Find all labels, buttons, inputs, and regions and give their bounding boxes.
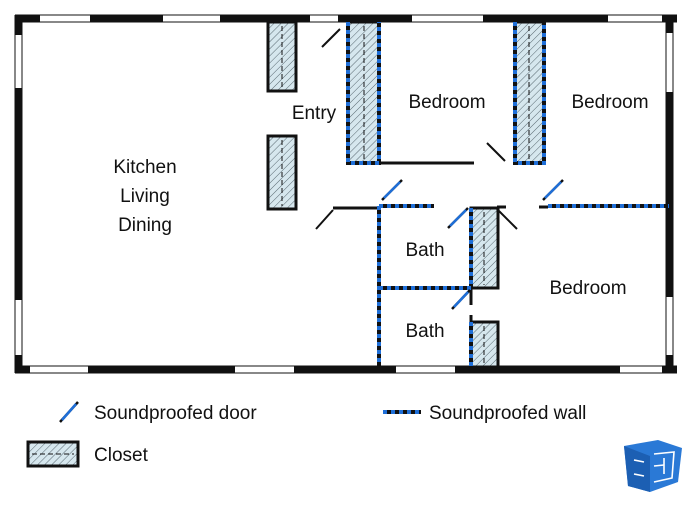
soundproofed-walls — [346, 22, 669, 366]
interior-walls — [333, 161, 548, 322]
room-label-bedroom-bottom-right: Bedroom — [549, 278, 626, 299]
closet-entry-lower — [266, 134, 298, 211]
room-label-bedroom-top-right: Bedroom — [571, 92, 648, 113]
closet-bath-lower — [469, 320, 500, 369]
room-label-kitchen-line2: Living — [120, 186, 170, 207]
entry-door — [321, 28, 341, 48]
room-label-kitchen-line3: Dining — [118, 215, 172, 236]
bedroom-right-door — [486, 142, 506, 162]
legend-label-wall: Soundproofed wall — [429, 403, 586, 424]
legend-door-swatch — [59, 401, 79, 423]
room-label-bath-lower: Bath — [405, 321, 444, 342]
room-labels: Kitchen Living Dining Entry Bedroom Bedr… — [113, 92, 648, 342]
room-label-entry: Entry — [292, 103, 337, 124]
floor-plan-logo-icon — [624, 440, 682, 492]
room-label-bath-upper: Bath — [405, 240, 444, 261]
room-label-bedroom-top-left: Bedroom — [408, 92, 485, 113]
hall-door-right — [496, 208, 518, 230]
legend-label-door: Soundproofed door — [94, 403, 257, 424]
legend-closet-swatch — [26, 440, 80, 468]
doors — [315, 28, 518, 230]
closets — [266, 20, 546, 369]
closet-entry-upper — [266, 20, 298, 93]
legend: Soundproofed door Soundproofed wall Clos… — [26, 401, 586, 468]
room-label-kitchen-line1: Kitchen — [113, 157, 176, 178]
hall-door-left — [315, 209, 334, 230]
legend-label-closet: Closet — [94, 445, 149, 466]
soundproofed-doors — [381, 179, 564, 310]
closet-bedroom-left — [346, 20, 381, 165]
exterior-walls — [14, 14, 677, 374]
closet-bath-middle — [469, 206, 500, 290]
closet-bedroom-right — [513, 20, 546, 165]
